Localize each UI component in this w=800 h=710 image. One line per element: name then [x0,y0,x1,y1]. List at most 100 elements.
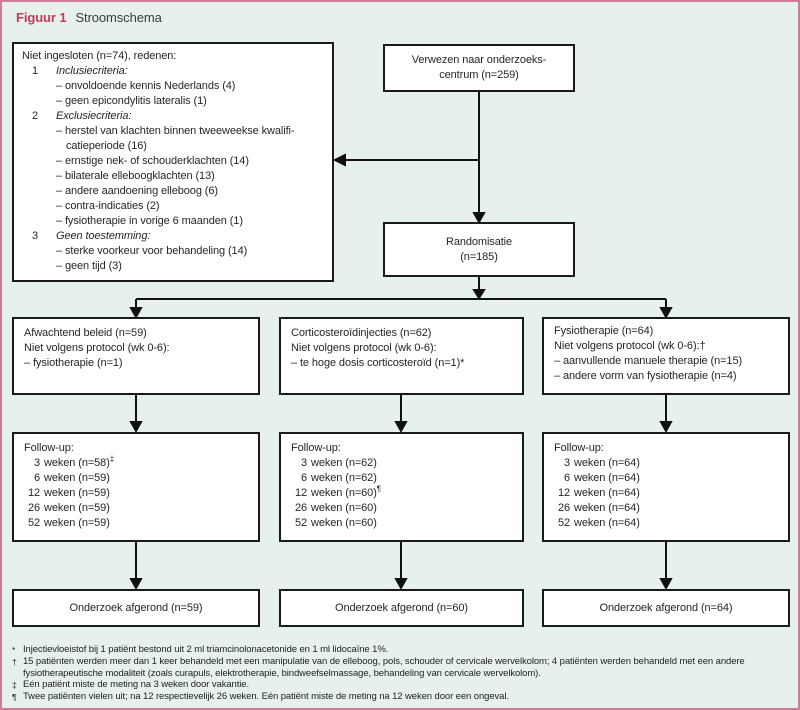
weeks-value: 26 [557,502,570,514]
arrow-down-icon [472,289,486,300]
followup-title: Follow-up: [554,442,604,454]
followup-row: 6 weken (n=62) [291,471,512,486]
referred-line: centrum (n=259) [439,69,519,81]
row-text: weken (n=64) [574,472,640,484]
arm-line: Afwachtend beleid (n=59) [24,327,147,339]
excluded-group-2: 2 Exclusiecriteria: [22,109,324,124]
group-label: Geen toestemming: [56,230,151,242]
weeks-value: 6 [33,472,40,484]
arm-box-fysiotherapie: Fysiotherapie (n=64) Niet volgens protoc… [542,317,790,395]
footnote-text: 15 patiënten werden meer dan 1 keer beha… [23,656,745,679]
referred-box: Verwezen naar onderzoeks- centrum (n=259… [383,44,575,92]
followup-box-3: Follow-up: 3 weken (n=64) 6 weken (n=64) 1… [542,432,790,542]
weeks-value: 52 [294,517,307,529]
randomisation-box: Randomisatie (n=185) [383,222,575,277]
randomisation-line: Randomisatie [445,235,513,248]
arm-line: Niet volgens protocol (wk 0-6): [291,342,437,354]
row-text: weken (n=64) [574,457,640,469]
arm-box-afwachtend-beleid: Afwachtend beleid (n=59) Niet volgens pr… [12,317,260,395]
excluded-content: Niet ingesloten (n=74), redenen: 1 Inclu… [14,44,332,279]
row-text: weken (n=60) [311,517,377,529]
row-text: weken (n=62) [311,472,377,484]
row-text: weken (n=59) [44,487,110,499]
followup-row: 3 weken (n=64) [554,456,778,471]
arm-line: Niet volgens protocol (wk 0-6):† [554,340,706,352]
arm-content: Afwachtend beleid (n=59) Niet volgens pr… [14,319,258,378]
footnote-text: Eén patiënt miste de meting na 3 weken d… [23,679,250,690]
weeks-value: 26 [27,502,40,514]
arm-line: Fysiotherapie (n=64) [554,325,654,337]
footnote: ¶ Twee patiënten vielen uit; na 12 respe… [12,691,794,703]
footnote-symbol: ‡ [12,679,17,690]
weeks-value: 6 [563,472,570,484]
group-number: 3 [32,230,39,242]
weeks-value: 3 [563,457,570,469]
row-text: weken (n=60) [311,487,377,499]
referred-line: Verwezen naar onderzoeks- [411,54,547,66]
followup-title: Follow-up: [291,442,341,454]
figure-label: Figuur 1 [16,10,67,25]
followup-row: 52 weken (n=64) [554,516,778,531]
row-text: weken (n=59) [44,472,110,484]
group-label: Exclusiecriteria: [56,110,132,122]
followup-row: 52 weken (n=60) [291,516,512,531]
excluded-group-3: 3 Geen toestemming: [22,229,324,244]
weeks-value: 6 [300,472,307,484]
arrow-down-icon [659,578,673,591]
reason-item: – bilaterale elleboogklachten (13) [56,170,215,182]
footnote-symbol: ¶ [12,691,17,702]
arrow-down-icon [472,212,486,225]
completed-box-3: Onderzoek afgerond (n=64) [542,589,790,627]
row-text: weken (n=64) [574,517,640,529]
weeks-value: 12 [294,487,307,499]
arrow-left-icon [332,153,346,167]
arrow-down-icon [129,578,143,591]
reason-item: – herstel van klachten binnen tweeweekse… [56,125,295,152]
arm-content: Fysiotherapie (n=64) Niet volgens protoc… [544,319,788,391]
arm-line: – fysiotherapie (n=1) [24,357,123,369]
arm-line: – andere vorm van fysiotherapie (n=4) [554,370,737,382]
footnote-symbol: * [12,644,16,655]
footnote: † 15 patiënten werden meer dan 1 keer be… [12,656,794,679]
weeks-value: 52 [557,517,570,529]
arm-line: – te hoge dosis corticosteroïd (n=1)* [291,357,465,369]
row-text: weken (n=59) [44,502,110,514]
completed-label: Onderzoek afgerond (n=60) [335,601,468,614]
followup-title: Follow-up: [24,442,74,454]
followup-row: 6 weken (n=59) [24,471,248,486]
randomisation-line: (n=185) [460,250,498,263]
weeks-value: 12 [27,487,40,499]
footnote-symbol: † [12,656,17,667]
arrow-down-icon [659,421,673,434]
followup-row: 26 weken (n=59) [24,501,248,516]
reason-item: – contra-indicaties (2) [56,200,160,212]
group-number: 2 [32,110,39,122]
arrow-down-icon [129,421,143,434]
completed-box-2: Onderzoek afgerond (n=60) [279,589,524,627]
footnotes: * Injectievloeistof bij 1 patiënt beston… [12,644,794,703]
followup-row: 12 weken (n=59) [24,486,248,501]
footnote-marker: ‡ [109,454,115,464]
arrow-down-icon [659,307,673,320]
row-text: weken (n=58) [44,457,110,469]
footnote: * Injectievloeistof bij 1 patiënt beston… [12,644,794,656]
arm-content: Corticosteroïdinjecties (n=62) Niet volg… [281,319,522,378]
row-text: weken (n=62) [311,457,377,469]
reason-item: – onvoldoende kennis Nederlands (4) [56,80,236,92]
footnote-marker: ¶ [376,484,381,494]
completed-label: Onderzoek afgerond (n=64) [599,601,733,614]
weeks-value: 52 [27,517,40,529]
reason-item: – geen epicondylitis lateralis (1) [56,95,207,107]
completed-box-1: Onderzoek afgerond (n=59) [12,589,260,627]
weeks-value: 26 [294,502,307,514]
